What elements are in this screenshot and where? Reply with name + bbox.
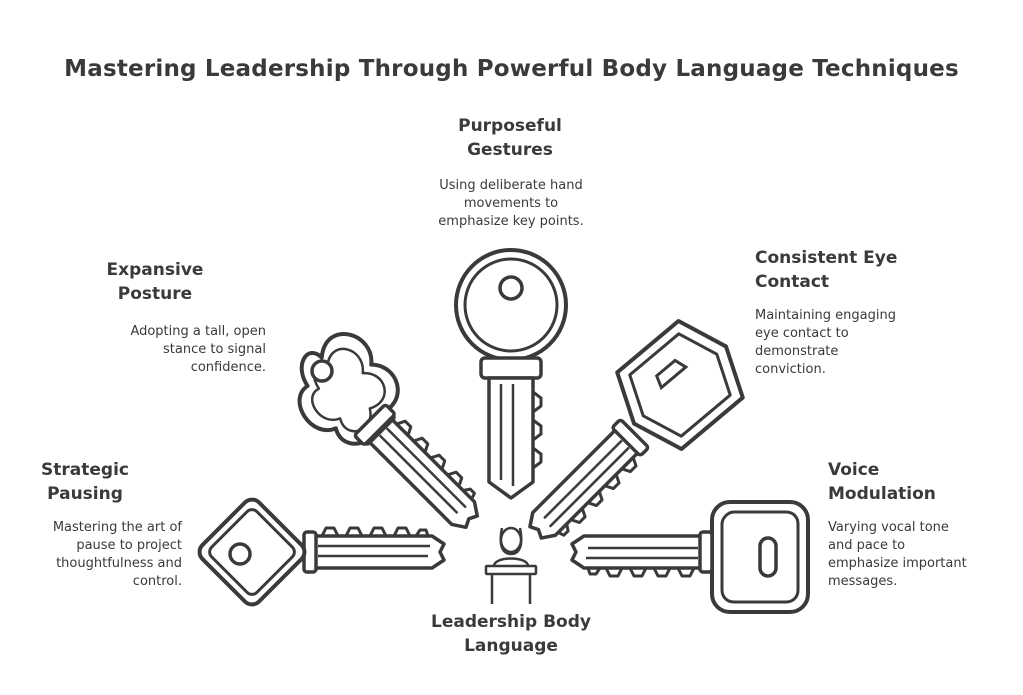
key-hole-expansive-icon	[312, 361, 332, 381]
key-expansive-posture-icon	[274, 320, 491, 538]
strategic-pausing-desc-line: control.	[132, 574, 182, 589]
key-voice-modulation-icon	[570, 502, 808, 612]
center-label: Leadership Body Language	[400, 610, 622, 658]
strategic-pausing-title: Strategic Pausing	[20, 458, 150, 506]
strategic-pausing-desc-line: pause to project	[76, 538, 182, 553]
purposeful-gestures-desc: Using deliberate hand movements to empha…	[406, 177, 616, 231]
voice-modulation-title-line1: Voice	[828, 460, 880, 480]
strategic-pausing-desc-line: thoughtfulness and	[56, 556, 182, 571]
expansive-posture-desc-line: confidence.	[190, 360, 266, 375]
center-label-line1: Leadership Body	[431, 612, 591, 632]
purposeful-gestures-title-line1: Purposeful	[458, 116, 562, 136]
expansive-posture-desc: Adopting a tall, open stance to signal c…	[90, 323, 266, 377]
purposeful-gestures-title: Purposeful Gestures	[410, 114, 610, 162]
consistent-eye-contact-desc-line: conviction.	[755, 362, 826, 377]
center-label-line2: Language	[464, 636, 558, 656]
expansive-posture-desc-line: Adopting a tall, open	[130, 324, 266, 339]
voice-modulation-desc-line: emphasize important	[828, 556, 967, 571]
voice-modulation-desc-line: Varying vocal tone	[828, 520, 949, 535]
strategic-pausing-desc-line: Mastering the art of	[52, 520, 182, 535]
purposeful-gestures-desc-line: Using deliberate hand	[439, 178, 583, 193]
purposeful-gestures-desc-line: movements to	[463, 196, 559, 211]
voice-modulation-title-line2: Modulation	[828, 484, 936, 504]
consistent-eye-contact-title-line2: Contact	[755, 272, 830, 292]
consistent-eye-contact-desc: Maintaining engaging eye contact to demo…	[755, 307, 955, 379]
consistent-eye-contact-desc-line: eye contact to	[755, 326, 849, 341]
strategic-pausing-title-line1: Strategic	[41, 460, 129, 480]
strategic-pausing-desc: Mastering the art of pause to project th…	[10, 519, 182, 591]
key-purposeful-gestures-icon	[456, 250, 566, 498]
expansive-posture-title: Expansive Posture	[90, 258, 220, 306]
consistent-eye-contact-title-line1: Consistent Eye	[755, 248, 898, 268]
voice-modulation-desc-line: messages.	[828, 574, 898, 589]
voice-modulation-desc-line: and pace to	[828, 538, 906, 553]
key-strategic-pausing-icon	[195, 495, 446, 608]
expansive-posture-title-line1: Expansive	[106, 260, 204, 280]
expansive-posture-title-line2: Posture	[117, 284, 193, 304]
consistent-eye-contact-desc-line: Maintaining engaging	[755, 308, 896, 323]
expansive-posture-desc-line: stance to signal	[163, 342, 266, 357]
voice-modulation-title: Voice Modulation	[828, 458, 1008, 506]
diagram-title: Mastering Leadership Through Powerful Bo…	[64, 56, 959, 82]
consistent-eye-contact-title: Consistent Eye Contact	[755, 246, 955, 294]
voice-modulation-desc: Varying vocal tone and pace to emphasize…	[828, 519, 1018, 591]
purposeful-gestures-title-line2: Gestures	[467, 140, 553, 160]
strategic-pausing-title-line2: Pausing	[47, 484, 123, 504]
speaker-at-podium-icon	[486, 528, 536, 604]
consistent-eye-contact-desc-line: demonstrate	[755, 344, 839, 359]
purposeful-gestures-desc-line: emphasize key points.	[438, 214, 584, 229]
key-consistent-eye-contact-icon	[519, 308, 758, 552]
